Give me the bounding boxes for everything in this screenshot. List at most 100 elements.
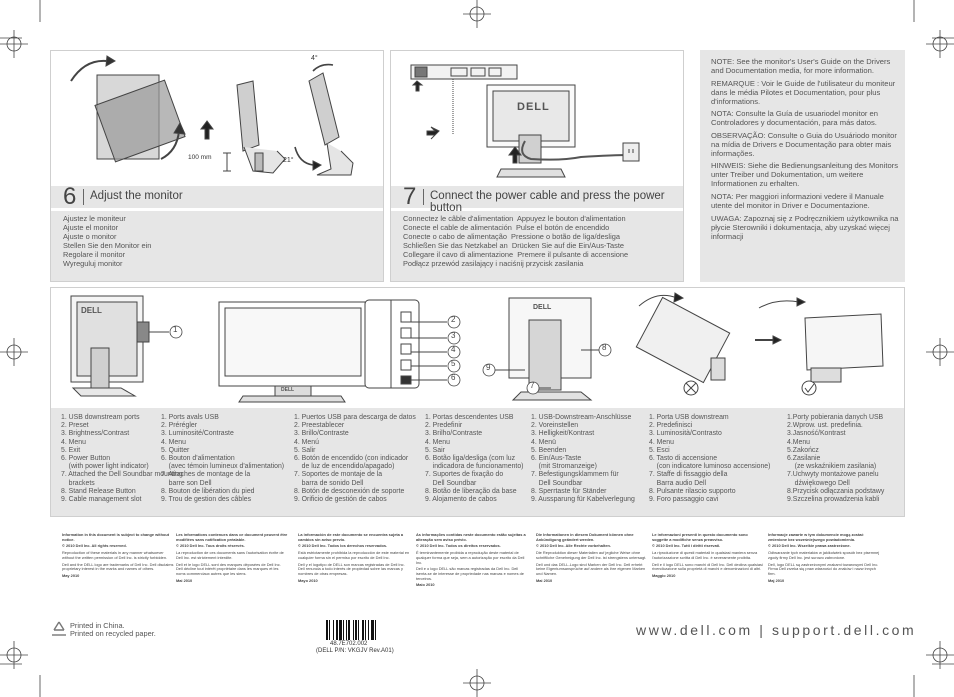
- step7-translation-line: Podłącz przewód zasilający i naciśnij pr…: [403, 259, 584, 268]
- callout-9: 9: [486, 363, 491, 372]
- legend-es: 1. Puertos USB para descarga de datos 2.…: [294, 414, 416, 504]
- legal-copyright: © 2010 Dell Inc. Todos los derechos rese…: [298, 543, 388, 549]
- legal-date: Maj 2010: [768, 577, 785, 583]
- note-es: NOTA: Consulte la Guía de usuariodel mon…: [711, 109, 879, 128]
- monitor-height-illustration: [200, 80, 286, 174]
- legal-body: Reproduction of these materials in any m…: [62, 550, 168, 560]
- note-de: HINWEIS: Siehe die Bedienungsanleitung d…: [711, 161, 898, 189]
- legal-head: Informacje zawarte w tym dokumencie mogą…: [768, 532, 864, 542]
- legal-fr: Les informations contenues dans ce docum…: [176, 532, 288, 585]
- step6-translation-line: Regolare il monitor: [63, 250, 126, 259]
- dell-logo-front: DELL: [281, 387, 295, 393]
- barcode-bar: [368, 620, 369, 640]
- legal-head: Les informations contenues dans ce docum…: [176, 532, 288, 542]
- barcode-bar: [346, 620, 347, 640]
- note-fr: REMARQUE : Voir le Guide de l'utilisateu…: [711, 78, 896, 106]
- step6-number: 6: [63, 183, 77, 210]
- tilt-back-label: 21°: [283, 157, 294, 164]
- dell-url[interactable]: www.dell.com | support.dell.com: [636, 622, 917, 638]
- notes-list: NOTE: See the monitor's User's Guide on …: [711, 57, 899, 244]
- legal-head: As informações contidas neste documento …: [416, 532, 526, 542]
- callout-8: 8: [602, 343, 607, 352]
- barcode-bar: [336, 620, 338, 640]
- printed-recycled: Printed on recycled paper.: [70, 629, 156, 638]
- legal-pl: Informacje zawarte w tym dokumencie mogą…: [768, 532, 880, 585]
- legal-body: La reproduction de ces documents sans l'…: [176, 550, 284, 560]
- step6-panel: 100 mm 21° 4° 6 Adjust the monitor Ajust…: [50, 50, 384, 282]
- legend-pt: 1. Portas descendentes USB 2. Predefinir…: [425, 414, 524, 504]
- note-pt: OBSERVAÇÃO: Consulte o Guia do Usuáriodo…: [711, 130, 897, 158]
- barcode-bar: [362, 620, 364, 640]
- dell-logo-side: DELL: [81, 306, 102, 315]
- legal-en: Information in this document is subject …: [62, 532, 174, 581]
- printed-in-china: Printed in China.: [70, 621, 125, 630]
- recycle-icon: [52, 621, 66, 636]
- legend-fr: 1. Ports avals USB 2. Prérégler 3. Lumin…: [161, 414, 285, 504]
- legal-body: Die Reproduktion dieser Materialien auf …: [536, 550, 647, 560]
- step7-panel: DELL 7 Connect the power cable and press…: [390, 50, 684, 282]
- step7-header: 7 Connect the power cable and press the …: [391, 183, 683, 214]
- legal-es: La información de este documento se encu…: [298, 532, 410, 585]
- step7-translation-line: Conecte o cabo de alimentação Pressione …: [403, 232, 620, 241]
- step7-translation-line: Connectez le câble d'alimentation Appuye…: [403, 214, 626, 223]
- barcode-bar: [355, 620, 357, 640]
- step7-translation-line: Conecte el cable de alimentación Pulse e…: [403, 223, 610, 232]
- legal-head: Le informazioni presenti in questo docum…: [652, 532, 748, 542]
- step6-translation-line: Ajuste o monitor: [63, 232, 117, 241]
- legend-it: 1. Porta USB downstream 2. Predefinisci …: [649, 414, 771, 504]
- legal-head: Information in this document is subject …: [62, 532, 169, 542]
- legal-copyright: © 2010 Dell Inc. Tous droits réservés.: [176, 543, 245, 549]
- step7-divider: [423, 189, 424, 205]
- feature-legend: 1. USB downstream ports 2. Preset 3. Bri…: [51, 408, 904, 516]
- step6-translations: Ajustez le moniteur Ajuste el monitor Aj…: [51, 211, 383, 281]
- callout-3: 3: [451, 331, 456, 340]
- callout-4: 4: [451, 345, 456, 354]
- barcode-bar: [353, 620, 354, 640]
- legal-head: La información de este documento se encu…: [298, 532, 404, 542]
- legal-de: Die Informationen in diesem Dokument kön…: [536, 532, 648, 585]
- step6-translation-line: Wyreguluj monitor: [63, 259, 123, 268]
- barcode-bar: [371, 620, 374, 640]
- legal-date: Mayo 2010: [298, 577, 318, 583]
- dell-logo-back: DELL: [533, 304, 552, 311]
- step7-number: 7: [403, 183, 417, 210]
- step6-translation-line: Ajuste el monitor: [63, 223, 119, 232]
- legal-trademark: Dell y el logotipo de DELL son marcas re…: [298, 561, 405, 576]
- monitor-tilt-illustration: [294, 63, 354, 176]
- step6-divider: [83, 189, 84, 205]
- height-measure-label: 100 mm: [188, 154, 212, 161]
- monitor-rotate-illustration: [70, 55, 186, 163]
- step7-translations: Connectez le câble d'alimentation Appuye…: [391, 211, 683, 281]
- legend-en: 1. USB downstream ports 2. Preset 3. Bri…: [61, 414, 183, 504]
- legal-body: É terminantemente proibida a reprodução …: [416, 550, 525, 565]
- legal-it: Le informazioni presenti in questo docum…: [652, 532, 764, 581]
- legal-pt: As informações contidas neste documento …: [416, 532, 528, 590]
- barcode-bar: [326, 620, 328, 640]
- barcode: [326, 620, 376, 640]
- legal-trademark: Dell and the DELL logo are trademarks of…: [62, 561, 174, 572]
- callout-5: 5: [451, 359, 456, 368]
- step6-illustration: [70, 55, 354, 176]
- barcode-bar: [375, 620, 376, 640]
- barcode-bar: [365, 620, 366, 640]
- part-number: (DELL P/N: VKGJV Rev.A01): [316, 648, 394, 654]
- callout-1: 1: [173, 325, 178, 334]
- note-it: NOTA: Per maggiori informazioni vedere i…: [711, 191, 884, 210]
- tilt-forward-label: 4°: [311, 55, 318, 62]
- legal-head: Die Informationen in diesem Dokument kön…: [536, 532, 634, 542]
- legal-date: May 2010: [62, 572, 80, 578]
- legal-trademark: Dell, logo DELL są zastrzeżonymi znakami…: [768, 561, 879, 576]
- legal-date: Mai 2010: [176, 577, 193, 583]
- legal-copyright: © 2010 Dell Inc. Todos os direitos reser…: [416, 543, 501, 549]
- legal-date: Maio 2010: [416, 582, 435, 588]
- barcode-bar: [358, 620, 359, 640]
- notes-panel: NOTE: See the monitor's User's Guide on …: [700, 50, 905, 282]
- callout-7: 7: [530, 381, 535, 390]
- legal-copyright: © 2010 Dell Inc. All rights reserved.: [62, 543, 127, 549]
- step6-title: Adjust the monitor: [90, 190, 183, 202]
- step7-illustration: [410, 64, 640, 178]
- callout-2: 2: [451, 315, 456, 324]
- legal-body: Está estrictamente prohibida la reproduc…: [298, 550, 410, 560]
- legal-copyright: © 2010 Dell Inc. Alle Rechte vorbehalten…: [536, 543, 611, 549]
- step6-header: 6 Adjust the monitor: [51, 183, 383, 210]
